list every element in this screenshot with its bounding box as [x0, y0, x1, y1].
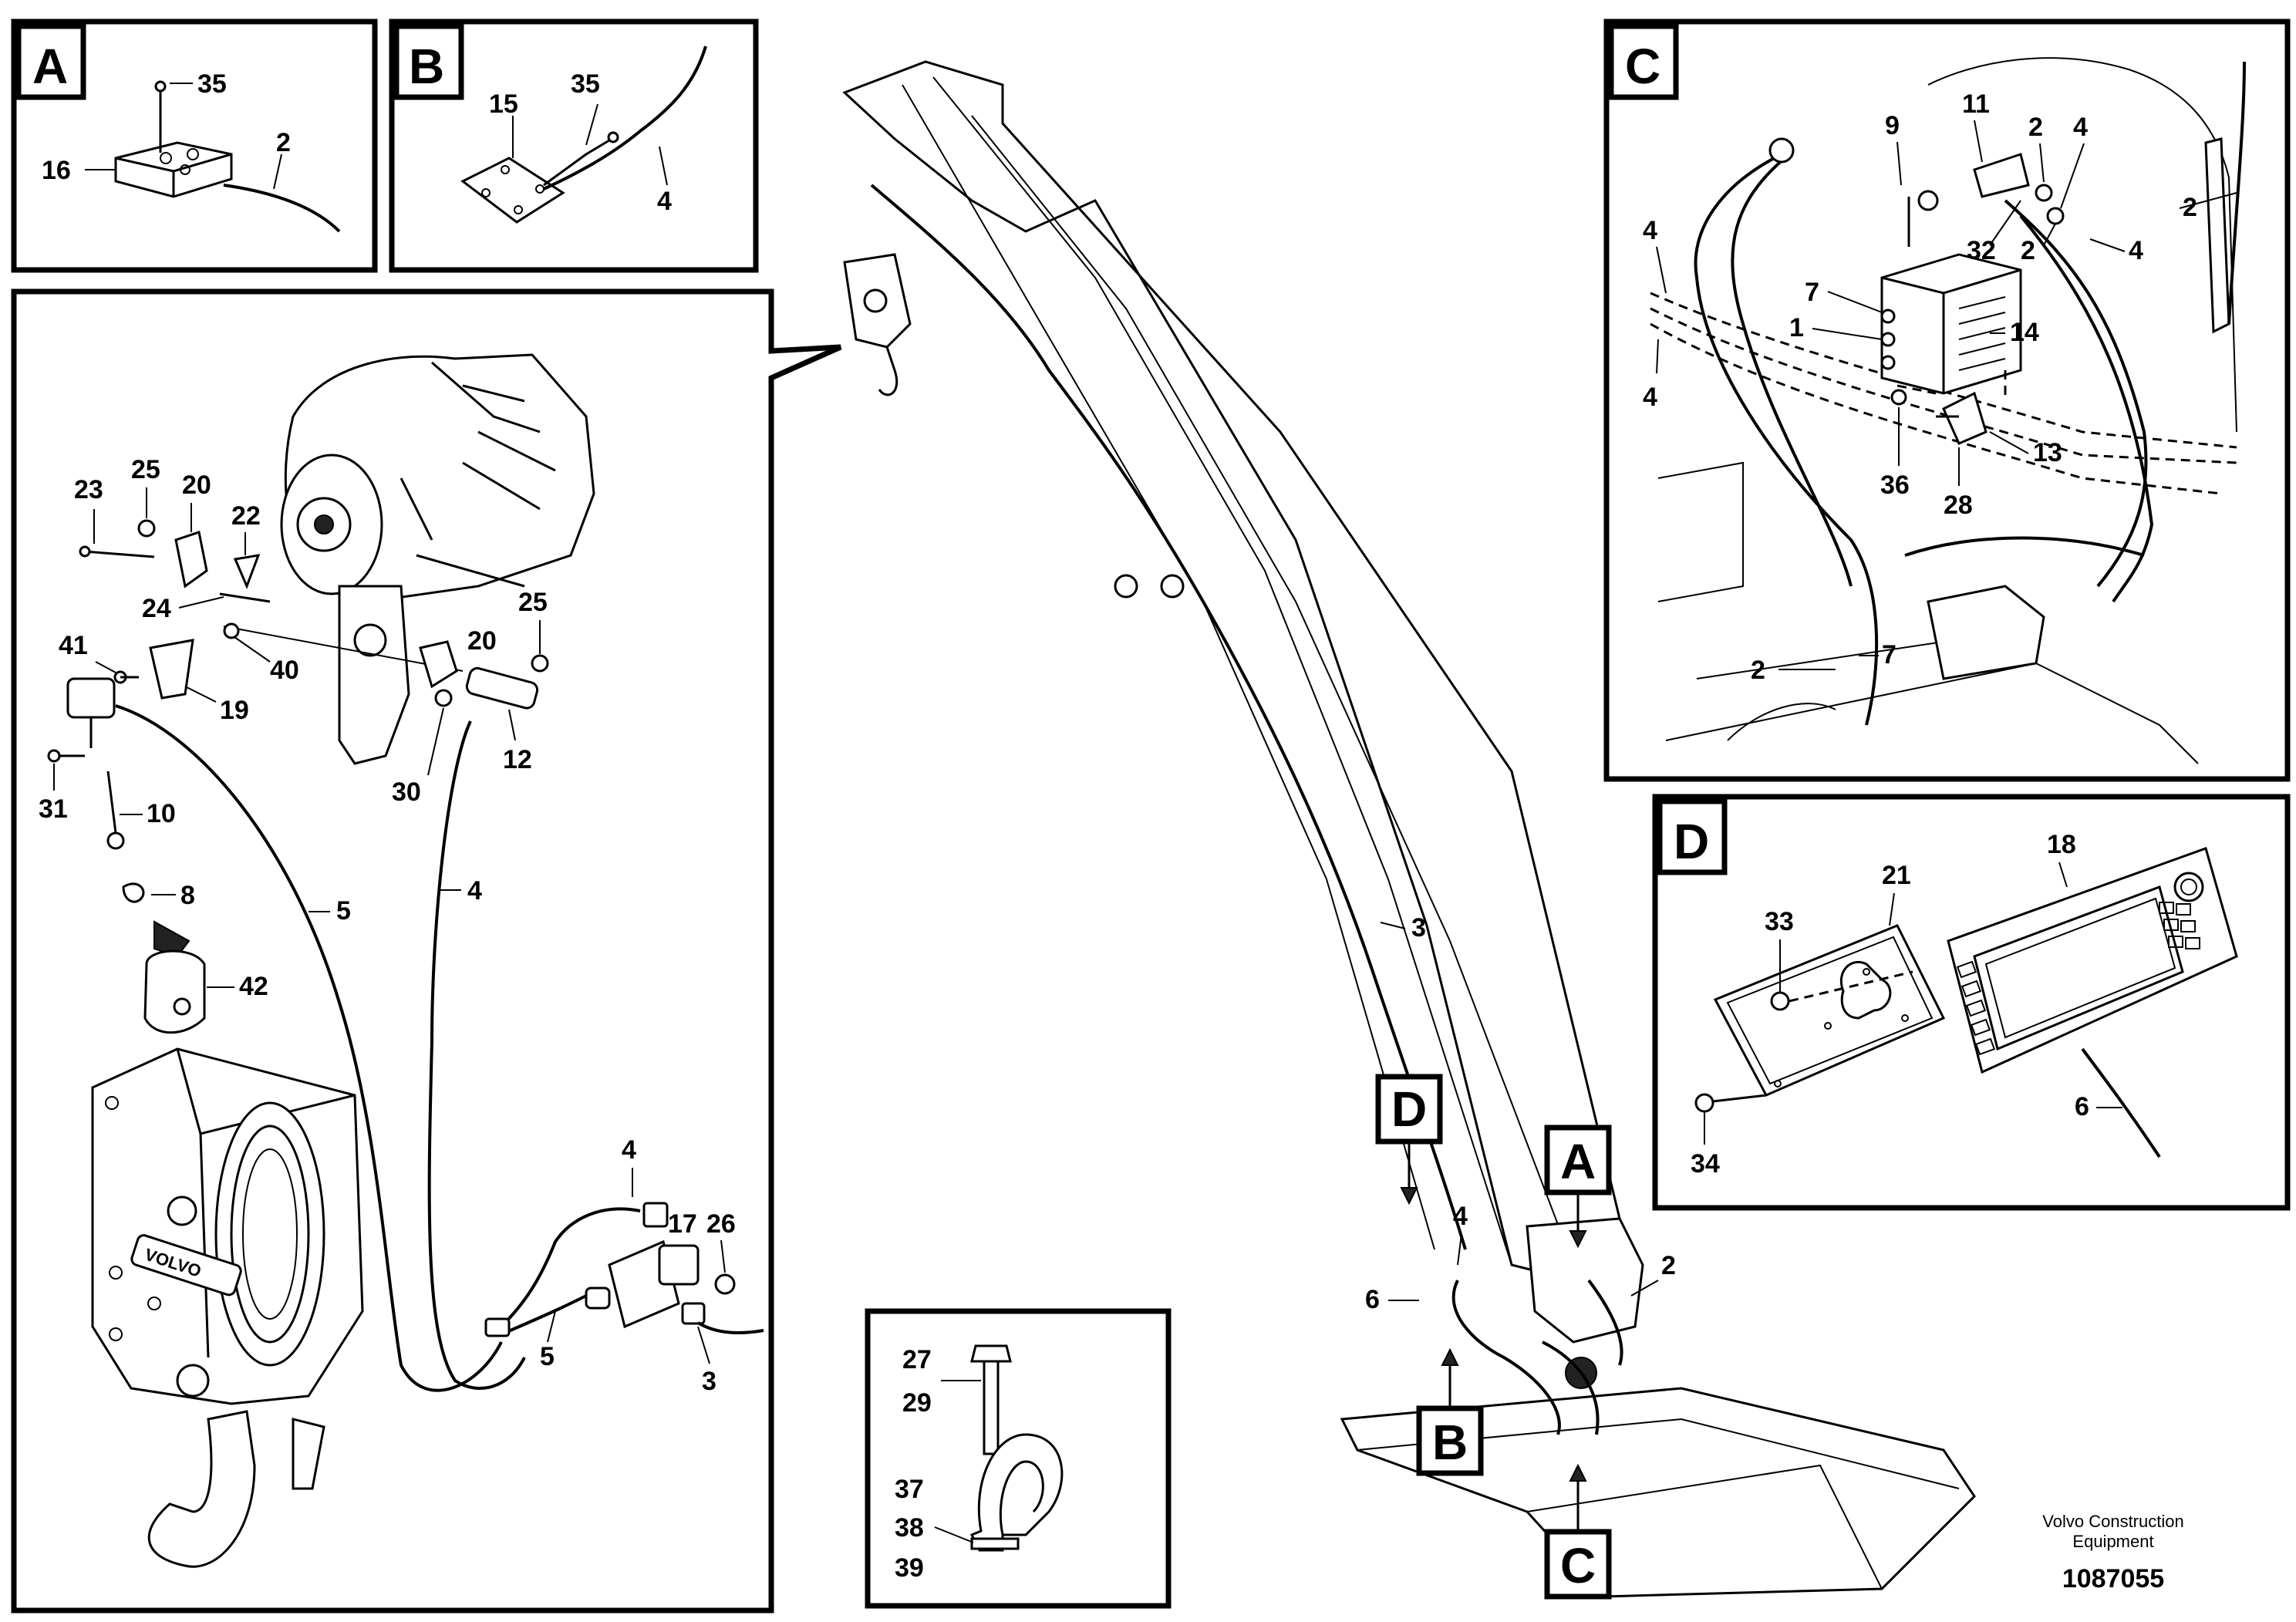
callout-number: 18	[2047, 830, 2076, 859]
callout-number: 4	[1643, 216, 1657, 245]
callout-number: 19	[220, 696, 249, 725]
detail-clamp: 27 29 37 38 39	[865, 1308, 1172, 1609]
callout-number: 6	[1365, 1285, 1380, 1314]
callout-number: 12	[503, 745, 532, 774]
callout-number: 2	[276, 128, 291, 157]
boom-marker-a: A	[1560, 1134, 1596, 1189]
detail-a: A 35 2 16	[11, 19, 378, 273]
callout-number: 28	[1944, 491, 1973, 520]
detail-c: C 9 11 2	[1603, 19, 2291, 782]
callout-number: 20	[182, 470, 211, 500]
detail-d: D 18 21 33 34 6	[1652, 794, 2291, 1211]
drawing-number: 1087055	[2062, 1564, 2164, 1593]
callout-number: 13	[2033, 438, 2062, 467]
title-block: Volvo Construction Equipment 1087055	[2042, 1512, 2183, 1593]
boom-marker-b: B	[1432, 1415, 1468, 1470]
callout-number: 5	[336, 896, 351, 926]
callout-number: 33	[1765, 907, 1794, 936]
callout-number: 30	[392, 777, 421, 807]
callout-number: 6	[2075, 1092, 2089, 1121]
callout-number: 3	[702, 1367, 716, 1396]
callout-number: 32	[1967, 236, 1996, 265]
callout-number: 5	[540, 1342, 555, 1371]
callout-number: 20	[467, 626, 497, 656]
detail-hoist-hook: 23 25 20 22 24 40 41 19 20 25 12 30	[11, 288, 842, 1614]
callout-number: 24	[142, 594, 171, 623]
callout-number: 25	[518, 588, 548, 617]
callout-number: 31	[39, 794, 68, 824]
callout-number: 2	[1661, 1251, 1676, 1280]
callout-number: 26	[706, 1209, 736, 1239]
callout-number: 2	[2021, 236, 2035, 265]
callout-number: 1	[1789, 313, 1804, 342]
callout-number: 38	[895, 1513, 924, 1543]
boom-marker-d: D	[1391, 1081, 1427, 1137]
callout-number: 4	[2073, 113, 2088, 142]
callout-number: 41	[59, 631, 88, 660]
callout-number: 17	[668, 1209, 697, 1239]
callout-number: 15	[489, 89, 518, 119]
hook-brand-plate: VOLVO	[130, 1234, 242, 1297]
callout-number: 36	[1880, 470, 1910, 500]
callout-number: 10	[147, 799, 176, 828]
callout-number: 2	[2183, 193, 2197, 222]
callout-number: 7	[1882, 640, 1896, 669]
detail-b-letter: B	[409, 39, 444, 94]
callout-number: 2	[1751, 656, 1765, 685]
callout-number: 21	[1882, 861, 1911, 890]
callout-number: 4	[657, 187, 672, 216]
callout-number: 25	[131, 455, 160, 484]
callout-number: 9	[1885, 111, 1900, 140]
callout-number: 37	[895, 1475, 924, 1504]
callout-number: 40	[270, 656, 299, 685]
callout-number: 2	[2028, 113, 2043, 142]
callout-number: 35	[197, 69, 227, 99]
callout-number: 8	[180, 881, 195, 910]
detail-b: B 15 35 4	[389, 19, 759, 273]
detail-d-letter: D	[1674, 814, 1709, 869]
callout-number: 4	[622, 1135, 636, 1165]
callout-number: 7	[1805, 278, 1819, 307]
detail-c-letter: C	[1625, 39, 1660, 94]
callout-number: 23	[74, 475, 103, 504]
callout-number: 4	[1453, 1202, 1468, 1231]
callout-number: 16	[42, 156, 71, 185]
callout-number: 4	[467, 876, 482, 905]
callout-number: 42	[239, 972, 268, 1001]
callout-number: 39	[895, 1553, 924, 1583]
callout-number: 4	[1643, 383, 1657, 412]
callout-number: 14	[2010, 318, 2039, 347]
callout-number: 3	[1411, 913, 1426, 943]
company-name-line1: Volvo Construction	[2042, 1512, 2183, 1531]
callout-number: 22	[231, 501, 261, 531]
company-name-line2: Equipment	[2072, 1532, 2153, 1551]
callout-number: 27	[902, 1345, 932, 1374]
boom-assembly: 3 4 6 2 D A B C	[842, 60, 1976, 1600]
callout-number: 34	[1691, 1149, 1720, 1179]
boom-marker-c: C	[1560, 1538, 1596, 1593]
callout-number: 35	[571, 69, 600, 99]
callout-number: 29	[902, 1388, 932, 1418]
callout-number: 4	[2129, 236, 2143, 265]
detail-a-letter: A	[32, 39, 68, 94]
callout-number: 11	[1962, 89, 1990, 119]
